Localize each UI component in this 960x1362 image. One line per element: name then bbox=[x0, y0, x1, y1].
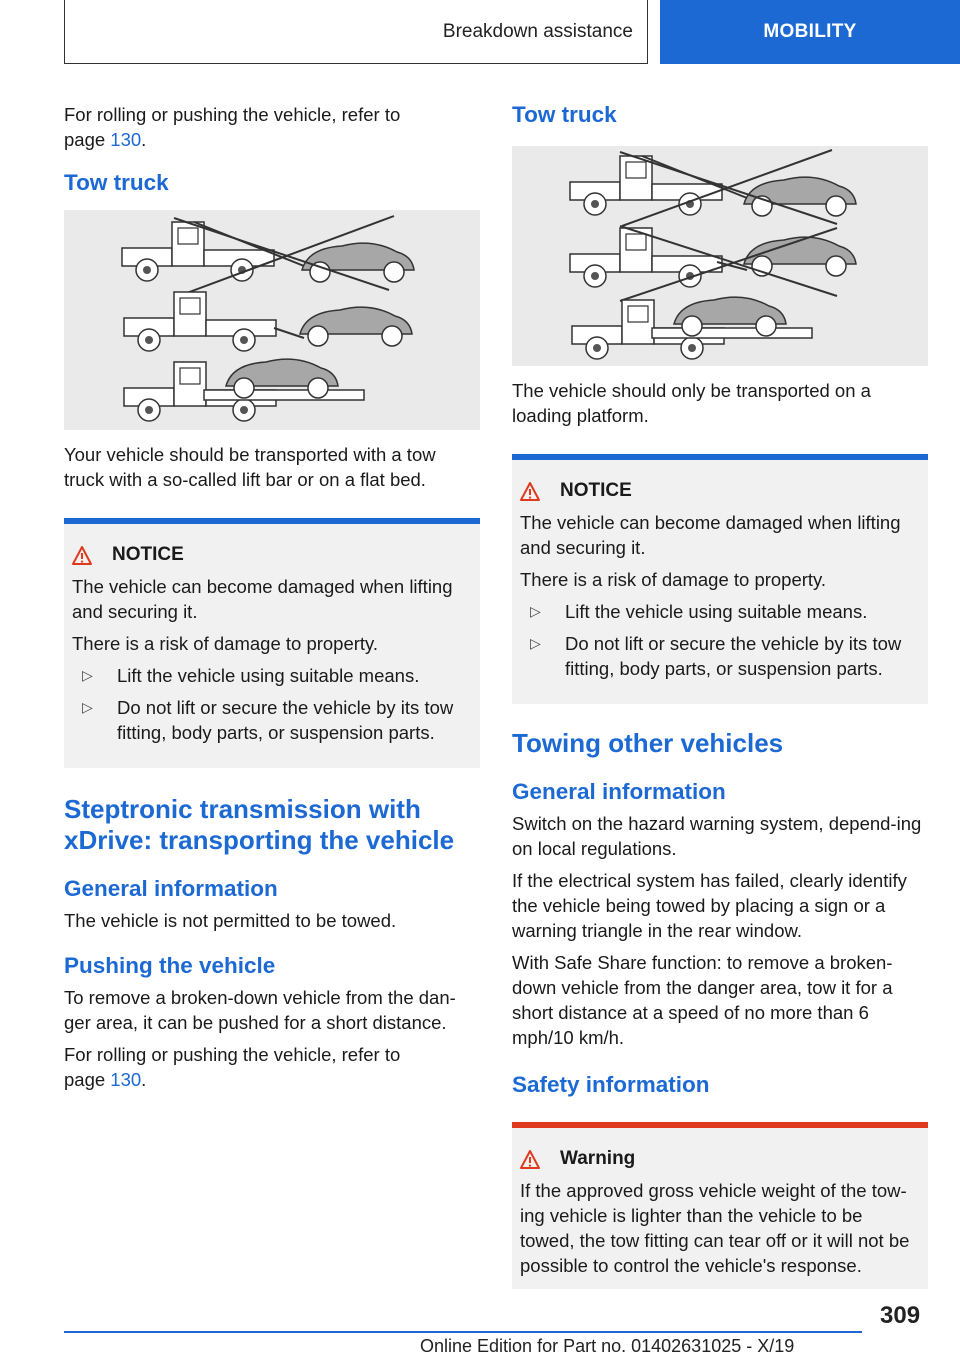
flatbed-illustration bbox=[512, 146, 928, 366]
page-link[interactable]: 130 bbox=[110, 129, 142, 150]
bullet-triangle-icon: ▷ bbox=[82, 667, 93, 683]
notice-line-2: There is a risk of damage to property. bbox=[72, 633, 379, 654]
section-title: Breakdown assistance bbox=[442, 20, 633, 42]
pushing-heading: Pushing the vehicle bbox=[64, 953, 276, 978]
chapter-tab[interactable]: MOBILITY bbox=[660, 0, 960, 64]
notice-line-2: There is a risk of damage to property. bbox=[520, 569, 827, 590]
intro-paragraph: For rolling or pushing the vehicle, refe… bbox=[64, 104, 401, 150]
pushing-ref-paragraph: For rolling or pushing the vehicle, refe… bbox=[64, 1044, 401, 1090]
notice-line-1: The vehicle can become damaged when lift… bbox=[520, 512, 901, 558]
notice-list: ▷Lift the vehicle using suitable means. … bbox=[72, 663, 472, 745]
left-column: For rolling or pushing the vehicle, refe… bbox=[64, 102, 480, 1099]
warning-triangle-icon bbox=[72, 546, 92, 565]
warning-triangle-icon bbox=[520, 482, 540, 501]
tow-truck-drawing bbox=[121, 215, 415, 422]
notice-list: ▷Lift the vehicle using suitable means. … bbox=[520, 599, 920, 681]
tow-truck-illustration bbox=[64, 210, 480, 430]
tow-truck-heading: Tow truck bbox=[512, 102, 617, 127]
notice-title: NOTICE bbox=[560, 480, 632, 501]
notice-line-1: The vehicle can become damaged when lift… bbox=[72, 576, 453, 622]
page-link[interactable]: 130 bbox=[110, 1069, 142, 1090]
general-paragraph-2: If the electrical system has failed, cle… bbox=[512, 870, 907, 941]
bullet-triangle-icon: ▷ bbox=[82, 699, 93, 715]
page-number: 309 bbox=[880, 1302, 921, 1329]
notice-title: NOTICE bbox=[112, 544, 184, 565]
list-item: ▷Lift the vehicle using suitable means. bbox=[72, 663, 472, 688]
right-column: Tow truck bbox=[512, 102, 928, 1289]
bullet-triangle-icon: ▷ bbox=[530, 603, 541, 619]
safety-heading: Safety information bbox=[512, 1072, 710, 1097]
general-paragraph-1: Switch on the hazard warning system, dep… bbox=[512, 813, 922, 859]
warning-triangle-icon bbox=[520, 1150, 540, 1169]
warning-header: Warning bbox=[520, 1148, 920, 1170]
chapter-title: MOBILITY bbox=[763, 21, 857, 42]
warning-text: If the approved gross vehicle weight of … bbox=[520, 1180, 910, 1276]
footer-divider bbox=[64, 1331, 862, 1333]
pushing-text: To remove a broken-down vehicle from the… bbox=[64, 987, 456, 1033]
general-info-text: The vehicle is not permitted to be towed… bbox=[64, 910, 397, 931]
warning-box: Warning If the approved gross vehicle we… bbox=[512, 1122, 928, 1289]
general-info-heading: General information bbox=[512, 779, 726, 804]
steptronic-heading: Steptronic transmission with xDrive: tra… bbox=[64, 794, 455, 855]
tow-truck-heading: Tow truck bbox=[64, 170, 169, 195]
edition-footer: Online Edition for Part no. 01402631025 … bbox=[420, 1336, 795, 1356]
general-info-heading: General information bbox=[64, 876, 278, 901]
notice-box: NOTICE The vehicle can become damaged wh… bbox=[64, 518, 480, 768]
notice-box: NOTICE The vehicle can become damaged wh… bbox=[512, 454, 928, 704]
warning-title: Warning bbox=[560, 1148, 636, 1169]
bullet-triangle-icon: ▷ bbox=[530, 635, 541, 651]
tow-truck-caption: Your vehicle should be transported with … bbox=[64, 444, 436, 490]
notice-header: NOTICE bbox=[72, 544, 472, 566]
notice-header: NOTICE bbox=[520, 480, 920, 502]
list-item: ▷Do not lift or secure the vehicle by it… bbox=[72, 695, 472, 745]
header-section: Breakdown assistance bbox=[64, 0, 648, 64]
list-item: ▷Do not lift or secure the vehicle by it… bbox=[520, 631, 920, 681]
towing-heading: Towing other vehicles bbox=[512, 728, 784, 758]
list-item: ▷Lift the vehicle using suitable means. bbox=[520, 599, 920, 624]
flatbed-drawing bbox=[569, 149, 857, 360]
general-paragraph-3: With Safe Share function: to remove a br… bbox=[512, 952, 893, 1048]
tow-truck-caption: The vehicle should only be transported o… bbox=[512, 380, 871, 426]
